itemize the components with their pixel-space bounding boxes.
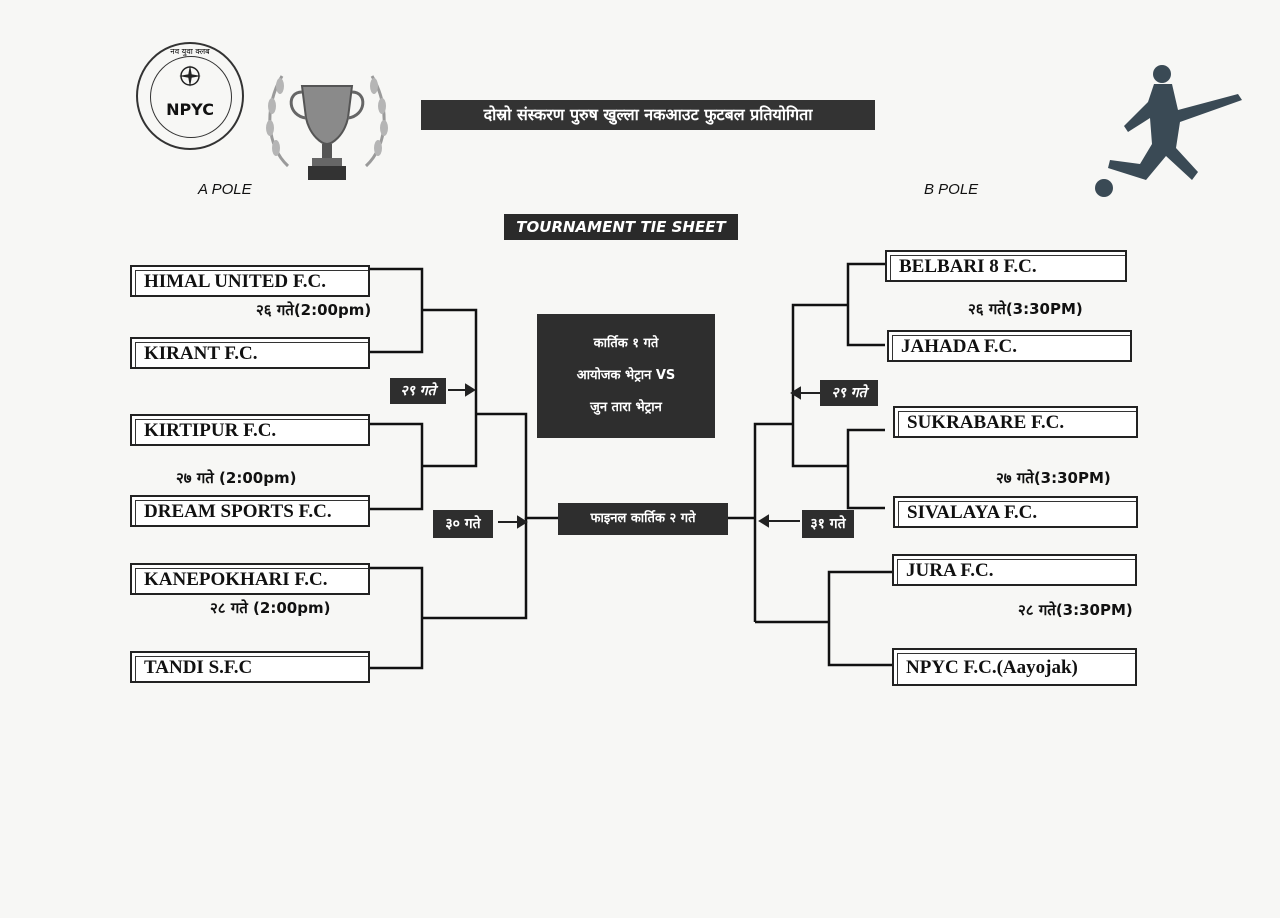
b-final-round-date: ३१ गते bbox=[802, 510, 854, 538]
opening-match-line2: आयोजक भेट्रान VS bbox=[576, 368, 676, 383]
logo-ring-text: नव युवा क्लब bbox=[170, 47, 210, 56]
a-final-round-date: ३० गते bbox=[433, 510, 493, 538]
opening-match-box: कार्तिक १ गते आयोजक भेट्रान VS जुन तारा … bbox=[537, 314, 715, 438]
a-semi-date: २९ गते bbox=[390, 378, 446, 404]
a-match2-date: २७ गते (2:00pm) bbox=[176, 469, 297, 487]
footballer-icon bbox=[1088, 60, 1248, 208]
a-match3-date: २८ गते (2:00pm) bbox=[210, 599, 331, 617]
opening-match-line3: जुन तारा भेट्रान bbox=[590, 400, 662, 415]
b-pole-label: B POLE bbox=[924, 181, 979, 198]
final-box: फाइनल कार्तिक २ गते bbox=[558, 503, 728, 535]
b-match1-date: २६ गते(3:30PM) bbox=[968, 300, 1083, 318]
page-title: दोस्रो संस्करण पुरुष खुल्ला नकआउट फुटबल … bbox=[421, 100, 875, 130]
team-b3: SUKRABARE F.C. bbox=[893, 406, 1138, 438]
team-b4: SIVALAYA F.C. bbox=[893, 496, 1138, 528]
team-a5: KANEPOKHARI F.C. bbox=[130, 563, 370, 595]
tournament-subtitle: TOURNAMENT TIE SHEET bbox=[504, 214, 738, 240]
a-match1-date: २६ गते(2:00pm) bbox=[256, 301, 372, 319]
team-a4: DREAM SPORTS F.C. bbox=[130, 495, 370, 527]
team-b2: JAHADA F.C. bbox=[887, 330, 1132, 362]
b-semi-date: २९ गते bbox=[820, 380, 878, 406]
logo-compass-icon bbox=[178, 64, 202, 88]
b-match2-date: २७ गते(3:30PM) bbox=[996, 469, 1111, 487]
team-a1: HIMAL UNITED F.C. bbox=[130, 265, 370, 297]
team-b6: NPYC F.C.(Aayojak) bbox=[892, 648, 1137, 686]
logo-inner-ring bbox=[150, 56, 232, 138]
team-b1: BELBARI 8 F.C. bbox=[885, 250, 1127, 282]
trophy-icon bbox=[258, 56, 396, 184]
team-a2: KIRANT F.C. bbox=[130, 337, 370, 369]
opening-match-line1: कार्तिक १ गते bbox=[593, 336, 659, 351]
logo-text: NPYC bbox=[166, 100, 214, 119]
team-a3: KIRTIPUR F.C. bbox=[130, 414, 370, 446]
b-match3-date: २८ गते(3:30PM) bbox=[1018, 601, 1133, 619]
team-b5: JURA F.C. bbox=[892, 554, 1137, 586]
a-pole-label: A POLE bbox=[198, 181, 252, 198]
npyc-logo: नव युवा क्लब NPYC bbox=[136, 42, 244, 150]
team-a6: TANDI S.F.C bbox=[130, 651, 370, 683]
